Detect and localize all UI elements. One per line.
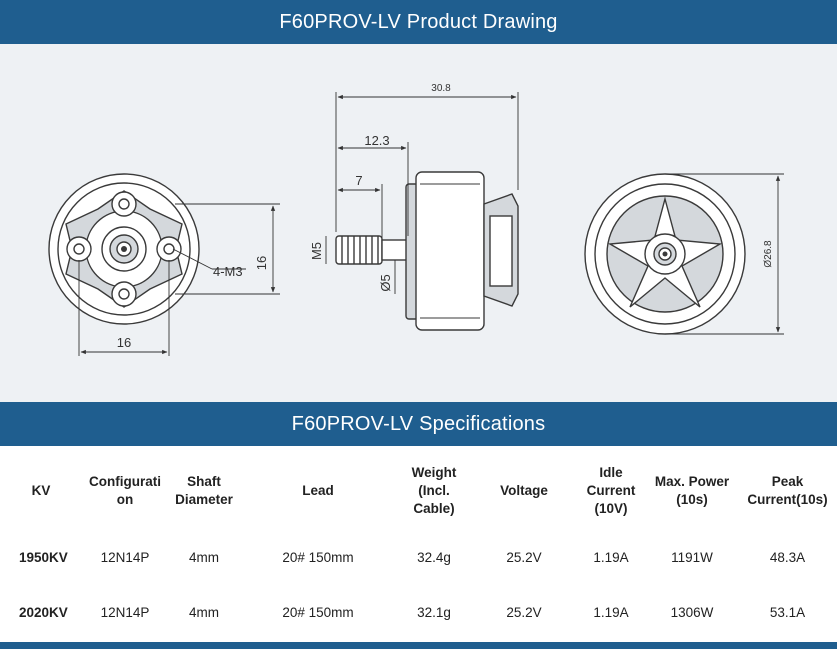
lead-cell: 20# 150mm <box>282 605 354 620</box>
header-idle-current: Idle Current (10V) <box>586 465 636 516</box>
voltage-cell: 25.2V <box>506 550 542 565</box>
weight-cell: 32.4g <box>417 550 451 565</box>
overall-length-label: 30.8 <box>431 83 451 94</box>
specifications-title: F60PROV-LV Specifications <box>291 412 546 435</box>
side-view <box>335 171 519 331</box>
header-max-power: Max. Power (10s) <box>654 474 730 507</box>
header-kv: KV <box>31 483 51 498</box>
max-power-cell: 1306W <box>670 605 714 620</box>
voltage-cell: 25.2V <box>506 605 542 620</box>
peak-current-cell: 48.3A <box>769 550 806 565</box>
kv-cell: 2020KV <box>19 605 68 620</box>
table-row: 2020KV 12N14P 4mm 20# 150mm 32.1g 25.2V … <box>0 585 837 640</box>
idle-current-cell: 1.19A <box>593 605 629 620</box>
idle-current-cell: 1.19A <box>593 550 629 565</box>
table-header-row: KV Configurati on Shaft Diameter Lead We… <box>0 452 837 530</box>
front-view <box>48 173 200 325</box>
configuration-cell: 12N14P <box>100 550 150 565</box>
lead-cell: 20# 150mm <box>282 550 354 565</box>
header-configuration: Configurati on <box>89 474 161 507</box>
rear-view <box>584 173 746 335</box>
header-weight: Weight (Incl. Cable) <box>411 465 457 516</box>
product-drawing: 4-M3 16 16 30.8 12.3 7 M5 Ø5 <box>48 83 784 356</box>
drawing-title-banner: F60PROV-LV Product Drawing <box>0 0 837 45</box>
drawing-title: F60PROV-LV Product Drawing <box>279 10 558 33</box>
front-width-label: 16 <box>117 335 131 350</box>
rear-diameter-label: Ø26.8 <box>763 240 774 268</box>
header-shaft-diameter: Shaft Diameter <box>175 474 233 507</box>
shaft-length-label: 7 <box>355 173 362 188</box>
front-height-label: 16 <box>254 256 269 270</box>
bottom-bar <box>0 642 837 649</box>
rear-view-dimensions: Ø26.8 <box>665 173 784 335</box>
peak-current-cell: 53.1A <box>769 605 806 620</box>
header-voltage: Voltage <box>500 483 548 498</box>
header-peak-current: Peak Current(10s) <box>747 474 828 507</box>
max-power-cell: 1191W <box>671 550 713 565</box>
shaft-diameter-cell: 4mm <box>189 605 219 620</box>
weight-cell: 32.1g <box>417 605 451 620</box>
table-row: 1950KV 12N14P 4mm 20# 150mm 32.4g 25.2V … <box>0 530 837 585</box>
shaft-diameter-label: Ø5 <box>378 274 393 291</box>
kv-cell: 1950KV <box>19 550 68 565</box>
front-view-dimensions: 4-M3 16 16 <box>78 203 280 356</box>
shaft-diameter-cell: 4mm <box>189 550 219 565</box>
specifications-title-banner: F60PROV-LV Specifications <box>0 402 837 446</box>
header-lead: Lead <box>302 483 334 498</box>
configuration-cell: 12N14P <box>100 605 150 620</box>
bell-length-label: 12.3 <box>364 133 389 148</box>
shaft-thread-label: M5 <box>309 242 324 260</box>
specifications-table: KV Configurati on Shaft Diameter Lead We… <box>0 452 837 640</box>
side-view-dimensions: 30.8 12.3 7 M5 Ø5 <box>309 83 519 294</box>
mount-pattern-label: 4-M3 <box>213 264 243 279</box>
